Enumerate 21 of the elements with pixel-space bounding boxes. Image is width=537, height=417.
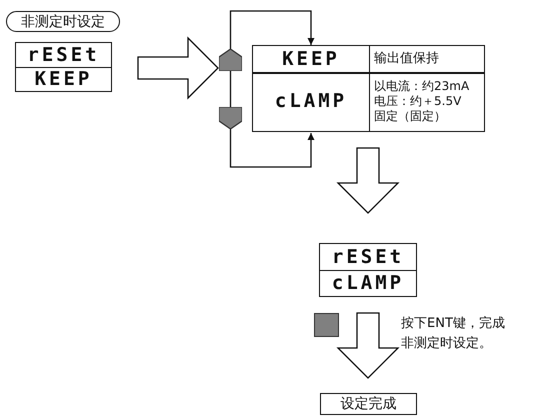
description-text: 输出值保持 (374, 51, 440, 68)
lcd-display (319, 243, 417, 297)
display-reading: KEEP (34, 70, 92, 89)
mode-label: 非测定时设定 (6, 11, 120, 32)
hollow-arrow (336, 147, 400, 214)
display-reading: rESEt (27, 46, 100, 64)
display-reading: cLAMP (274, 92, 348, 111)
display-reading: KEEP (282, 50, 340, 69)
enter-key-icon (314, 313, 339, 337)
hollow-arrow (137, 36, 219, 100)
lcd-display (15, 42, 112, 92)
table-row (252, 45, 485, 74)
connector-line (230, 71, 232, 107)
display-reading: rESEt (332, 248, 404, 266)
description-text: 以电流：约23mA电压：约＋5.5V固定（固定） (374, 79, 470, 124)
table-row (252, 72, 485, 132)
display-reading: cLAMP (332, 274, 404, 293)
connector-line (230, 10, 314, 49)
hollow-arrow (336, 312, 400, 379)
connector-line (230, 129, 314, 168)
result-box: 设定完成 (320, 393, 417, 415)
